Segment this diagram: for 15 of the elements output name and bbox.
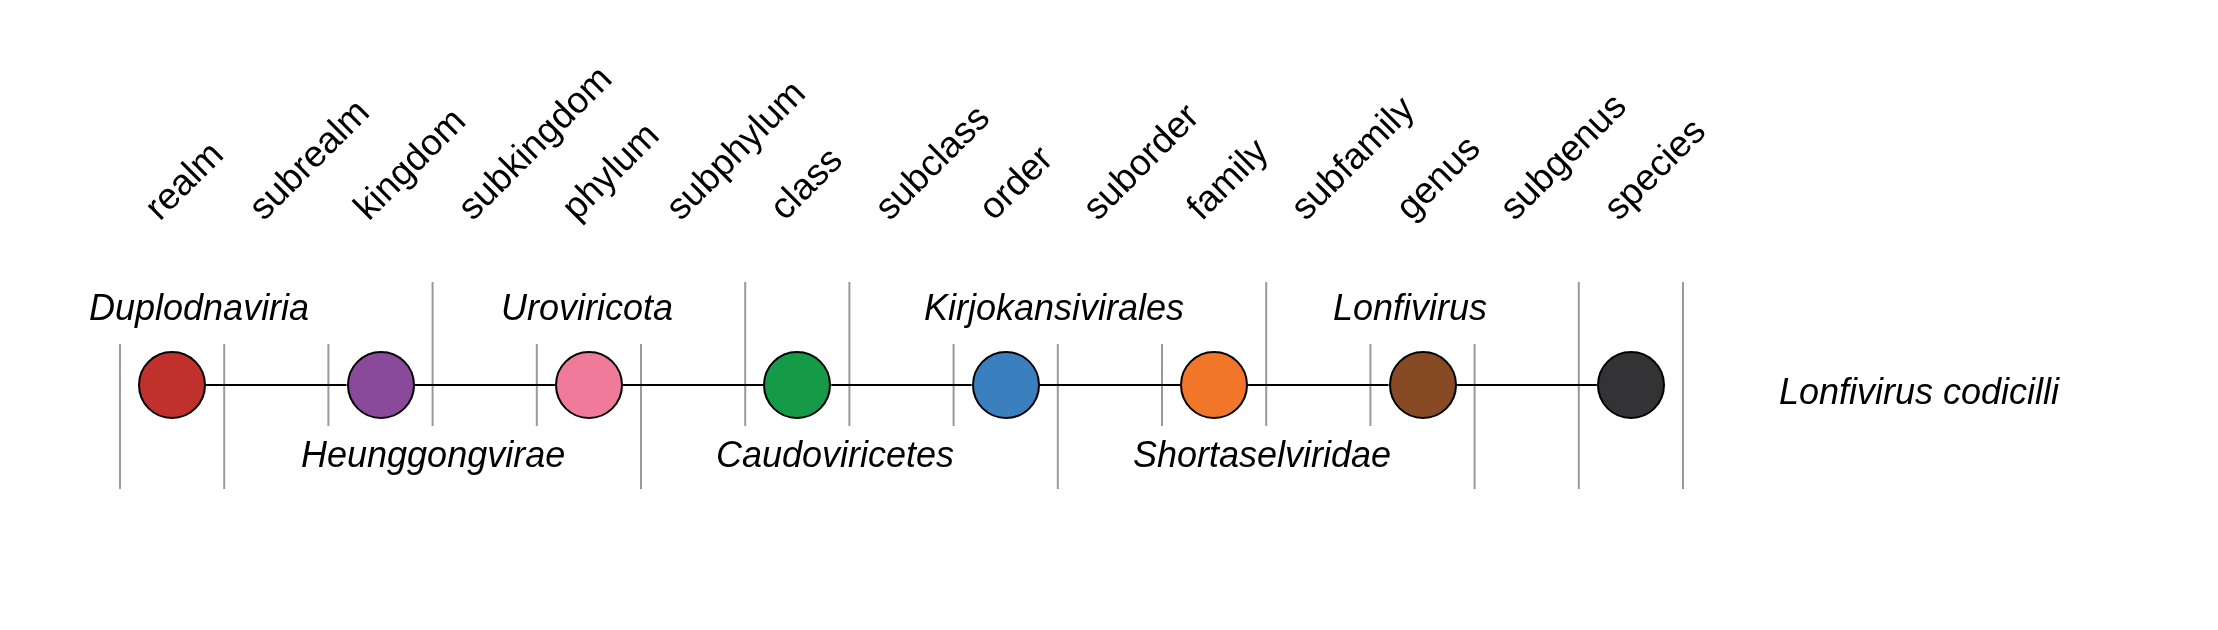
taxon-name: Duplodnaviria: [89, 290, 310, 326]
taxon-name: Kirjokansivirales: [924, 290, 1185, 326]
connector-line: [1038, 384, 1182, 386]
connector-line: [1455, 384, 1598, 386]
connector-line: [1247, 384, 1390, 386]
connector-line: [621, 384, 765, 386]
taxon-name: Lonfivirus codicilli: [1779, 374, 2060, 410]
taxon-name: Uroviricota: [501, 290, 674, 326]
connector-line: [205, 384, 348, 386]
taxon-name: Lonfivirus: [1333, 290, 1488, 326]
taxon-name: Shortaselviridae: [1133, 437, 1392, 473]
connector-line: [830, 384, 973, 386]
taxon-name: Heunggongvirae: [301, 437, 566, 473]
connector-line: [413, 384, 556, 386]
taxon-name: Caudoviricetes: [716, 437, 955, 473]
